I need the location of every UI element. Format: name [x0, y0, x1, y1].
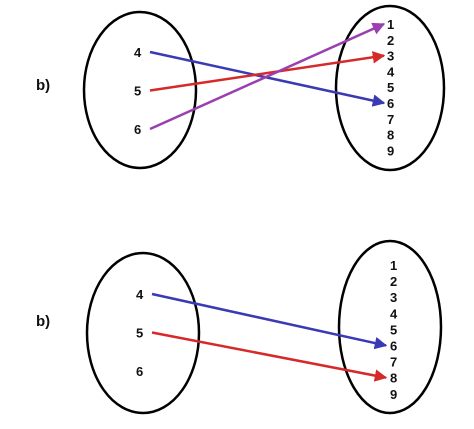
mapping-arrow-4-to-6	[151, 292, 388, 350]
mapping-arrow-5-to-3	[149, 51, 386, 92]
domain-element: 6	[134, 122, 141, 137]
codomain-element: 4	[387, 64, 395, 79]
mapping-arrows	[151, 292, 388, 382]
codomain-element: 9	[390, 387, 397, 402]
codomain-element: 5	[387, 80, 394, 95]
domain-element: 4	[134, 45, 142, 60]
codomain-element: 2	[387, 33, 394, 48]
domain-element: 6	[136, 364, 143, 379]
codomain-element: 2	[390, 274, 397, 289]
domain-oval	[85, 251, 201, 415]
codomain-element: 8	[387, 128, 394, 143]
part-label: b)	[36, 313, 50, 330]
codomain-element: 9	[387, 143, 394, 158]
domain-element: 5	[134, 84, 141, 99]
mapping-arrow-6-to-1	[149, 22, 386, 131]
codomain-element: 3	[387, 49, 394, 64]
domain-set: 4 5 6	[134, 45, 142, 137]
domain-element: 5	[136, 326, 143, 341]
mapping-arrow-5-to-8	[151, 331, 388, 382]
codomain-element: 4	[390, 306, 398, 321]
mapping-arrows	[149, 22, 386, 131]
codomain-element: 6	[390, 339, 397, 354]
codomain-element: 8	[390, 371, 397, 386]
codomain-element: 5	[390, 322, 397, 337]
domain-oval	[82, 10, 198, 170]
codomain-oval	[337, 239, 443, 415]
codomain-element: 6	[387, 96, 394, 111]
codomain-oval	[334, 4, 446, 172]
part-label: b)	[36, 77, 50, 94]
codomain-element: 1	[387, 17, 394, 32]
codomain-element: 7	[390, 355, 397, 370]
codomain-element: 7	[387, 112, 394, 127]
codomain-element: 1	[390, 258, 397, 273]
domain-set: 4 5 6	[136, 287, 144, 379]
domain-element: 4	[136, 287, 144, 302]
codomain-element: 3	[390, 290, 397, 305]
